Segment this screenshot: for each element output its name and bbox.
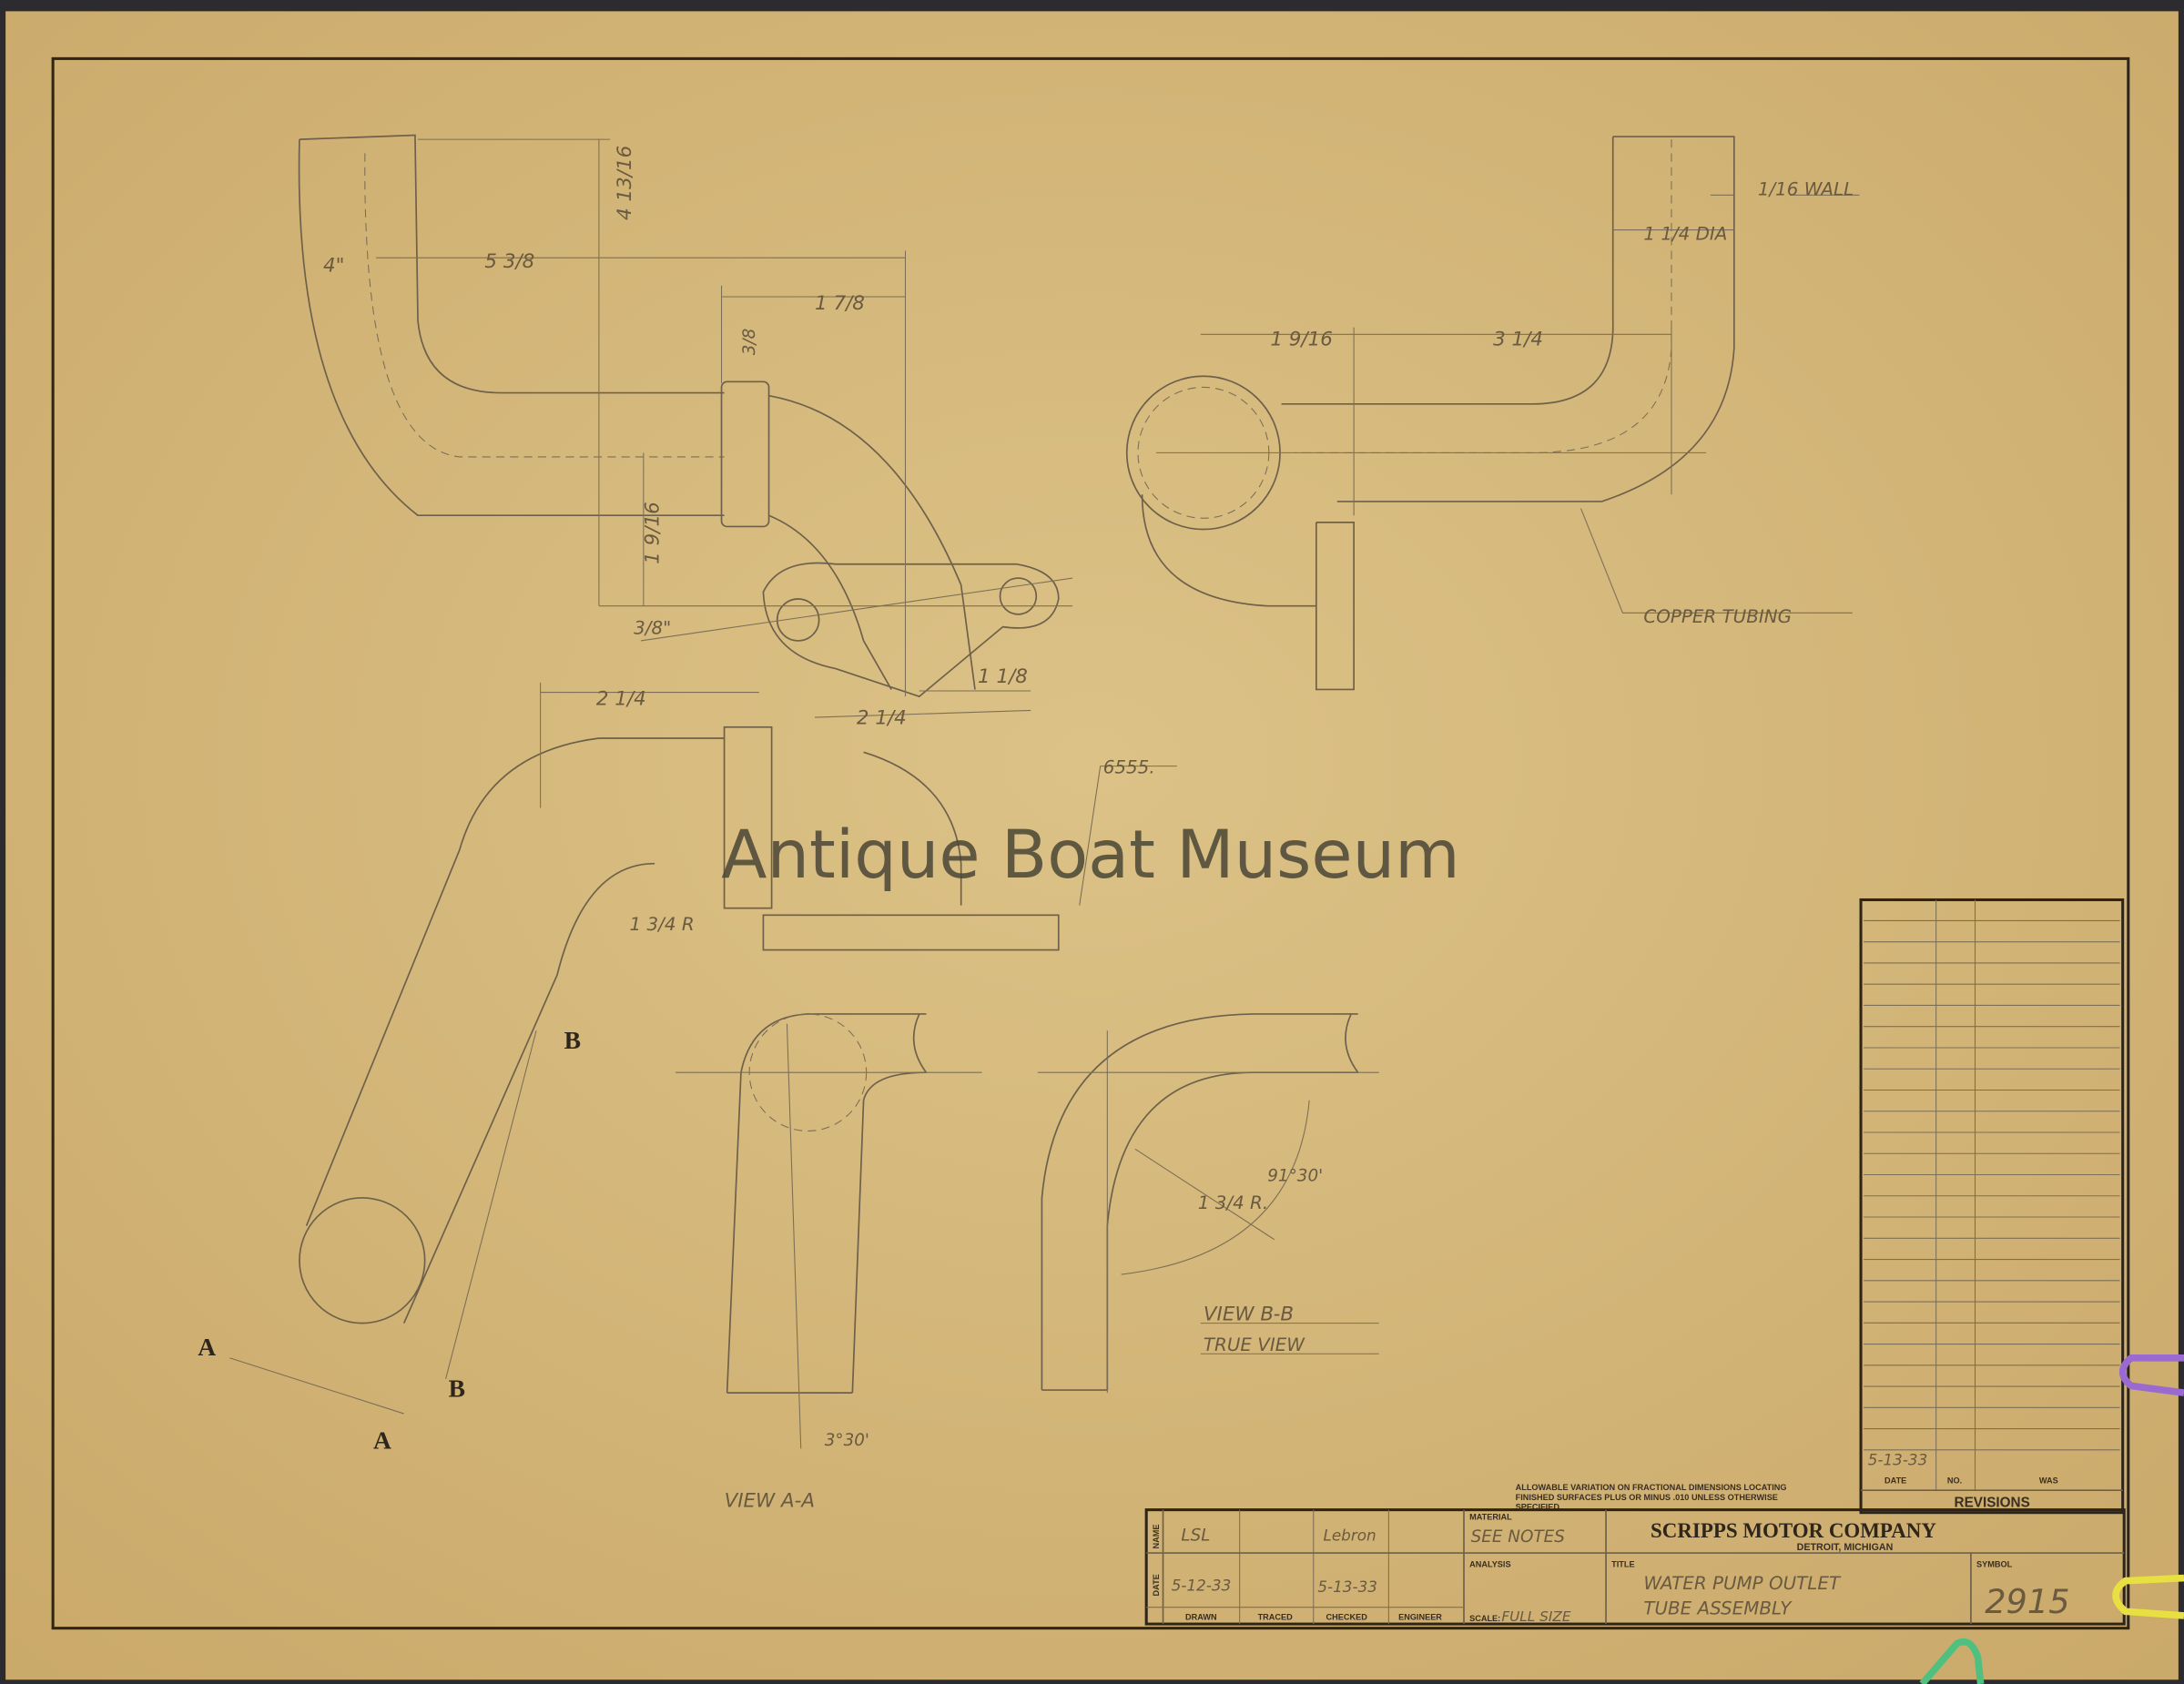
purple-paperclip [2118, 1354, 2184, 1396]
col-header: DATE [1884, 1476, 1906, 1486]
revision-date: 5-13-33 [1868, 1451, 1928, 1469]
company-location: DETROIT, MICHIGAN [1797, 1542, 1894, 1553]
border-frame [51, 56, 2130, 1630]
view-aa: 3°30' VIEW A-A [676, 1013, 982, 1513]
scale-value: FULL SIZE [1501, 1608, 1571, 1625]
col-label: ENGINEER [1398, 1612, 1442, 1621]
title-label: TITLE [1611, 1559, 1634, 1568]
section-marker: B [564, 1026, 581, 1054]
watermark: Antique Boat Museum [721, 817, 1459, 894]
revisions-title: REVISIONS [1955, 1496, 2030, 1511]
title-block: NAME DATE LSL Lebron 5-12-33 5-13-33 DRA… [1144, 1508, 2126, 1626]
scale-label: SCALE: [1469, 1614, 1500, 1623]
col-label: TRACED [1258, 1612, 1294, 1621]
view-label: VIEW A-A [725, 1490, 815, 1513]
row-label: DATE [1152, 1574, 1161, 1596]
tolerance-note: ALLOWABLE VARIATION ON FRACTIONAL DIMENS… [1516, 1483, 1787, 1492]
col-header: WAS [2039, 1476, 2058, 1486]
dim-label: 2 1/4 [596, 687, 646, 710]
dim-label: 1 7/8 [815, 292, 865, 315]
symbol-value: 2915 [1985, 1582, 2069, 1621]
dim-label: 1 1/8 [978, 665, 1028, 688]
radius-label: 1 3/4 R [630, 914, 695, 935]
dim-label: 1 9/16 [642, 502, 665, 564]
row-label: NAME [1152, 1524, 1161, 1548]
dim-label: 1 9/16 [1270, 329, 1332, 351]
top-left-view: 4" 5 3/8 4 13/16 1 7/8 3/8 1 9/16 3/8" 1… [298, 134, 1073, 730]
section-marker: B [449, 1375, 465, 1403]
radius-label: 1 3/4 R. [1198, 1192, 1268, 1213]
top-right-view: 1 1/4 DIA 1/16 WALL 1 9/16 3 1/4 COPPER … [1125, 136, 1860, 691]
symbol-label: SYMBOL [1976, 1559, 2013, 1568]
view-label: VIEW B-B [1204, 1304, 1294, 1326]
tolerance-note: SPECIFIED. [1516, 1503, 1562, 1512]
section-marker: A [198, 1333, 216, 1361]
col-label: CHECKED [1326, 1612, 1368, 1621]
dim-label: 4 13/16 [614, 146, 636, 220]
col-header: NO. [1947, 1476, 1962, 1486]
drawing-title: WATER PUMP OUTLET [1643, 1573, 1842, 1594]
analysis-label: ANALYSIS [1469, 1559, 1510, 1568]
dim-label: 1 1/4 DIA [1643, 223, 1727, 244]
checked-date: 5-13-33 [1317, 1577, 1377, 1596]
revisions-table: 5-13-33 DATE NO. WAS REVISIONS [1859, 898, 2125, 1515]
checked-signature: Lebron [1323, 1526, 1376, 1544]
copper-tubing-note: COPPER TUBING [1643, 606, 1792, 627]
dim-label: 2 1/4 [857, 707, 907, 730]
drawn-name: LSL [1181, 1526, 1210, 1545]
col-label: DRAWN [1185, 1612, 1217, 1621]
drawn-date: 5-12-33 [1172, 1576, 1232, 1594]
dim-label: 5 3/8 [484, 250, 534, 273]
section-marker: A [373, 1425, 391, 1454]
middle-view: 2 1/4 6555. 1 3/4 R B B A A [198, 682, 1177, 1454]
dim-label: 4" [323, 254, 344, 277]
angle-label: 91°30' [1267, 1167, 1323, 1186]
drawing-title: TUBE ASSEMBLY [1643, 1598, 1793, 1618]
part-number: 6555. [1103, 756, 1155, 777]
dim-label: 1/16 WALL [1758, 178, 1854, 199]
dim-label: 3/8 [740, 329, 759, 356]
angle-label: 3°30' [825, 1431, 869, 1450]
yellow-paperclip [2112, 1574, 2184, 1619]
material-label: MATERIAL [1469, 1512, 1512, 1521]
dim-label: 3/8" [634, 617, 671, 638]
company-name: SCRIPPS MOTOR COMPANY [1651, 1519, 1936, 1542]
view-sublabel: TRUE VIEW [1204, 1334, 1305, 1355]
green-paperclip [1919, 1638, 1985, 1684]
view-bb: 1 3/4 R. 91°30' VIEW B-B TRUE VIEW [1037, 1013, 1379, 1394]
material-value: SEE NOTES [1471, 1527, 1566, 1547]
dim-label: 3 1/4 [1493, 329, 1543, 351]
tolerance-note: FINISHED SURFACES PLUS OR MINUS .010 UNL… [1516, 1493, 1778, 1502]
